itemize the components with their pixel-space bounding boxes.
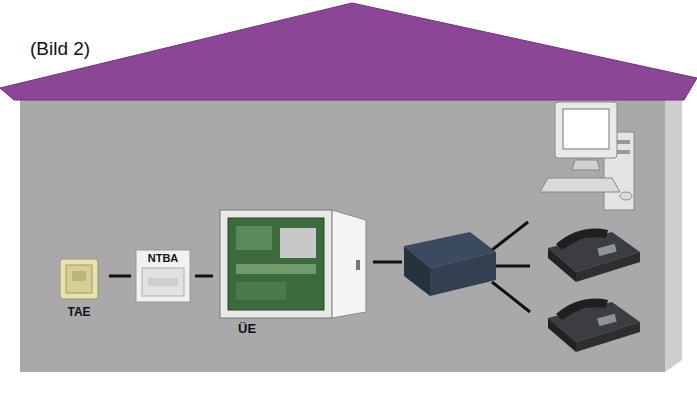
wire [496,265,530,268]
roof-edge [0,3,697,100]
wire [492,282,530,312]
device-illustration [216,208,368,320]
device-label: NTBA [134,252,192,264]
wire [492,222,528,250]
computer [540,102,634,210]
device-label: ÜE [238,321,368,336]
house-roof [0,3,697,100]
device-illustration [52,255,106,303]
device-node: TAE [52,255,106,325]
wire [373,261,402,264]
device-node: NTBA [134,248,192,304]
device-label: TAE [52,305,106,319]
connector-line [109,276,131,277]
router [404,232,496,296]
figure-label: (Bild 2) [30,38,90,60]
wall-side [665,82,682,372]
connector-line [195,276,213,277]
device-node: ÜE [216,208,368,340]
house-wall [20,95,665,372]
telephone [548,299,640,352]
telephone [548,229,640,282]
